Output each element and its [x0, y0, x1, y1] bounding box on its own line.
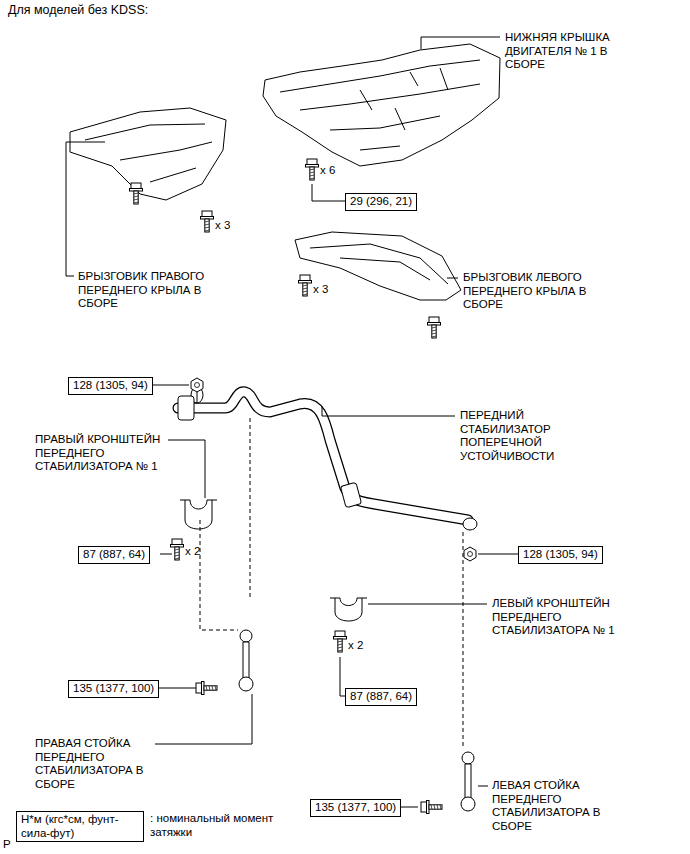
part-name: ПЕРЕДНИЙ СТАБИЛИЗАТОР ПОПЕРЕЧНОЙ УСТОЙЧИ…: [460, 409, 575, 463]
legend-text: : номинальный момент затяжки: [150, 812, 280, 839]
torque-value: 135 (1377, 100): [315, 801, 396, 815]
torque-box: 87 (887, 64): [345, 688, 417, 706]
torque-value: 87 (887, 64): [350, 690, 412, 704]
part-name: БРЫЗГОВИК ПРАВОГО ПЕРЕДНЕГО КРЫЛА В СБОР…: [78, 270, 213, 311]
torque-box: 29 (296, 21): [345, 193, 417, 211]
part-name: НИЖНЯЯ КРЫШКА ДВИГАТЕЛЯ № 1 В СБОРЕ: [505, 31, 630, 72]
torque-box: 135 (1377, 100): [310, 799, 401, 817]
torque-value: 29 (296, 21): [350, 195, 412, 209]
part-name: БРЫЗГОВИК ЛЕВОГО ПЕРЕДНЕГО КРЫЛА В СБОРЕ: [463, 271, 598, 312]
torque-value: 128 (1305, 94): [523, 548, 598, 562]
quantity-mark: x 3: [313, 283, 328, 297]
torque-value: 135 (1377, 100): [73, 682, 154, 696]
part-name: ЛЕВЫЙ КРОНШТЕЙН ПЕРЕДНЕГО СТАБИЛИЗАТОРА …: [492, 597, 627, 638]
torque-box: 87 (887, 64): [78, 546, 150, 564]
quantity-mark: x 2: [348, 639, 363, 653]
part-name: ПРАВАЯ СТОЙКА ПЕРЕДНЕГО СТАБИЛИЗАТОРА В …: [35, 737, 153, 791]
quantity-mark: x 6: [320, 164, 335, 178]
part-name: ПРАВЫЙ КРОНШТЕЙН ПЕРЕДНЕГО СТАБИЛИЗАТОРА…: [35, 433, 165, 474]
torque-box: 135 (1377, 100): [68, 680, 159, 698]
torque-box: 128 (1305, 94): [68, 377, 153, 395]
torque-value: Н*м (кгс*см, фунт-сила-фут): [21, 813, 139, 840]
diagram-title: Для моделей без KDSS:: [8, 4, 148, 18]
torque-box: Н*м (кгс*см, фунт-сила-фут): [16, 811, 144, 842]
quantity-mark: x 2: [185, 545, 200, 559]
quantity-mark: P: [3, 838, 11, 852]
quantity-mark: x 3: [215, 219, 230, 233]
torque-value: 87 (887, 64): [83, 548, 145, 562]
part-name: ЛЕВАЯ СТОЙКА ПЕРЕДНЕГО СТАБИЛИЗАТОРА В С…: [492, 779, 627, 833]
torque-value: 128 (1305, 94): [73, 379, 148, 393]
torque-box: 128 (1305, 94): [518, 546, 603, 564]
